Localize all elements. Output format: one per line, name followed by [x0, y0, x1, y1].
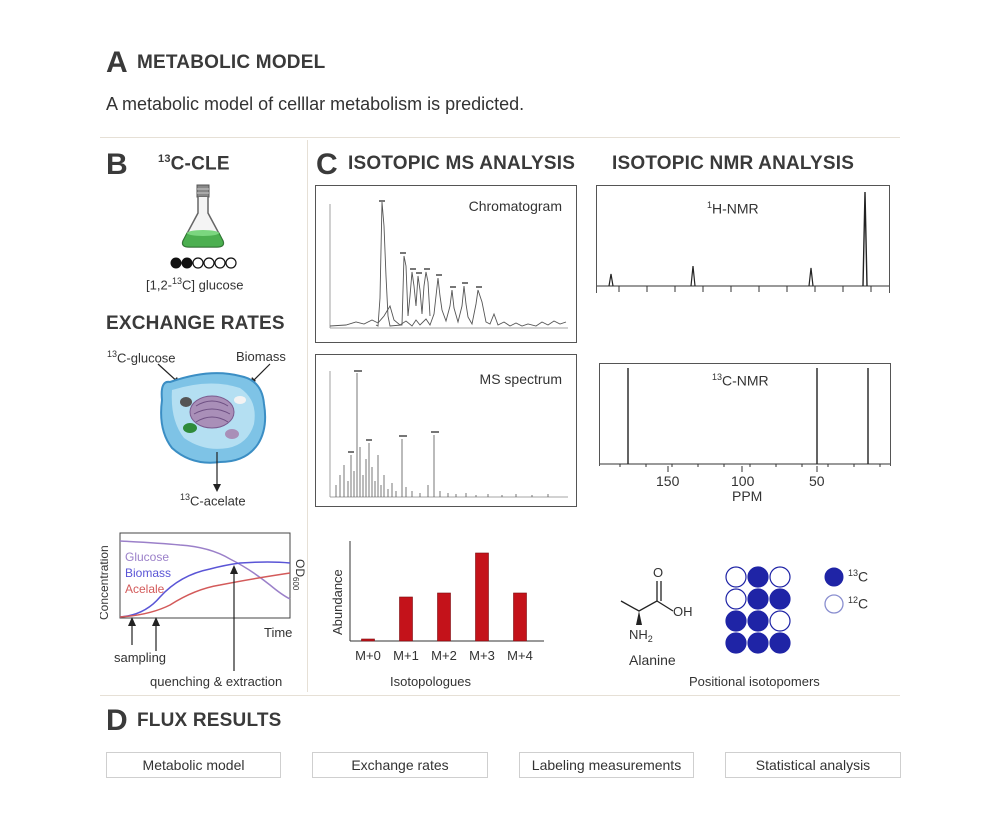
acelate-curve — [119, 572, 291, 618]
divider-vertical — [307, 140, 308, 692]
bar-label-mplus4: M+4 — [507, 648, 533, 663]
chromatogram-label: Chromatogram — [468, 198, 562, 214]
carbon-13-legend-icon — [824, 567, 844, 587]
nmr-axis-label: PPM — [732, 488, 763, 504]
isotopologue-bar-chart: Abundance M+0 M+1 M+2 M+3 M+4 — [330, 541, 544, 663]
c-nmr-sup: 13 — [712, 372, 723, 382]
isotopomer-grid — [725, 566, 791, 654]
nmr-tick-150: 150 — [656, 473, 680, 489]
cle-title-text: C-CLE — [170, 153, 230, 175]
bar-label-mplus2: M+2 — [431, 648, 457, 663]
carbon-12-legend-icon — [824, 594, 844, 614]
bar-mplus0 — [361, 638, 375, 642]
section-a-description: A metabolic model of celllar metabolism … — [106, 94, 525, 114]
chromatogram-trace — [329, 200, 568, 329]
statistical-analysis-button[interactable]: Statistical analysis — [725, 752, 901, 778]
h-nmr-label: 1H-NMR — [707, 200, 759, 217]
flask-icon — [181, 184, 225, 248]
ms-spectrum-panel: MS spectrum — [315, 354, 577, 507]
alanine-oh: OH — [673, 604, 693, 619]
bar-mplus1 — [399, 596, 413, 642]
bar-mplus3 — [475, 552, 489, 642]
labeling-measurements-button[interactable]: Labeling measurements — [519, 752, 694, 778]
sampling-label: sampling — [114, 650, 166, 665]
flask-label-post: C] glucose — [182, 277, 244, 293]
ms-spectrum-label: MS spectrum — [479, 371, 562, 387]
isotopologues-label: Isotopologues — [390, 674, 471, 689]
carbon-chain-icon — [170, 257, 237, 269]
exchange-rates-button[interactable]: Exchange rates — [312, 752, 488, 778]
h-nmr-text: H-NMR — [712, 200, 759, 217]
glucose-text: C-glucose — [117, 350, 176, 366]
metabolic-model-button[interactable]: Metabolic model — [106, 752, 281, 778]
c12-text: C — [858, 595, 869, 612]
isotopomers-label: Positional isotopomers — [689, 674, 820, 689]
abundance-axis-label: Abundance — [330, 569, 345, 635]
flux-results-title: FLUX RESULTS — [137, 710, 282, 731]
time-axis-label: Time — [264, 625, 292, 640]
chromatogram-panel: Chromatogram — [315, 185, 577, 343]
c-nmr-axis — [667, 466, 818, 472]
flask-label-sup: 13 — [172, 276, 183, 286]
legend-biomass: Biomass — [125, 566, 171, 580]
od-axis-label: OD600 — [291, 559, 305, 591]
c12-sup: 12 — [848, 595, 859, 605]
nmr-analysis-title: ISOTOPIC NMR ANALYSIS — [612, 153, 855, 174]
alanine-o: O — [653, 565, 663, 580]
bar-label-mplus1: M+1 — [393, 648, 419, 663]
nmr-tick-100: 100 — [731, 473, 755, 489]
c-nmr-text: C-NMR — [722, 372, 769, 389]
alanine-nh2: NH2 — [629, 627, 653, 644]
glucose-curve — [119, 540, 291, 600]
alanine-structure: O OH NH2 — [620, 565, 693, 644]
h-nmr-sup: 1 — [707, 200, 713, 210]
legend-glucose: Glucose — [125, 550, 169, 564]
time-course-plot: Concentration OD600 Glucose Biomass Acel… — [100, 532, 305, 689]
acelate-text: C-acelate — [190, 493, 246, 509]
c-nmr-spectrum — [600, 368, 890, 467]
exchange-rates-title: EXCHANGE RATES — [106, 313, 285, 334]
carbon-13-legend-label: 13C — [848, 568, 868, 585]
flask-label: [1,2-13C] glucose — [146, 276, 243, 292]
section-d-letter: D — [106, 704, 128, 737]
c-nmr-panel: 13C-NMR — [599, 363, 891, 467]
acelate-sup: 13 — [180, 492, 191, 502]
ms-spectrum-trace — [329, 370, 568, 498]
c13-text: C — [858, 568, 869, 585]
ms-analysis-title: ISOTOPIC MS ANALYSIS — [348, 153, 576, 174]
acelate-output-label: 13C-acelate — [180, 492, 246, 508]
h-nmr-spectrum — [597, 191, 889, 292]
glucose-sup: 13 — [107, 349, 118, 359]
section-a-letter: A — [106, 46, 128, 79]
c13-sup: 13 — [848, 568, 859, 578]
h-nmr-panel: 1H-NMR — [596, 185, 890, 293]
cell-icon — [157, 363, 271, 492]
nmr-tick-50: 50 — [809, 473, 825, 489]
divider-top — [100, 137, 900, 138]
section-c-letter: C — [316, 148, 338, 181]
section-b-letter: B — [106, 148, 128, 181]
bar-label-mplus0: M+0 — [355, 648, 381, 663]
bar-label-mplus3: M+3 — [469, 648, 495, 663]
bar-mplus4 — [513, 592, 527, 642]
concentration-axis-label: Concentration — [100, 545, 111, 620]
quenching-label: quenching & extraction — [150, 674, 282, 689]
cle-title-sup: 13 — [158, 153, 171, 165]
section-a-title: METABOLIC MODEL — [137, 52, 326, 73]
alanine-label: Alanine — [629, 652, 676, 668]
flask-label-pre: [1,2- — [146, 277, 173, 293]
biomass-curve — [119, 561, 291, 618]
glucose-input-label: 13C-glucose — [107, 349, 176, 365]
legend-acelate: Acelale — [125, 582, 165, 596]
divider-bottom — [100, 695, 900, 696]
cle-title: 13C-CLE — [158, 153, 230, 175]
c-nmr-label: 13C-NMR — [712, 372, 769, 389]
biomass-label: Biomass — [236, 349, 286, 364]
bar-mplus2 — [437, 592, 451, 642]
carbon-12-legend-label: 12C — [848, 595, 868, 612]
